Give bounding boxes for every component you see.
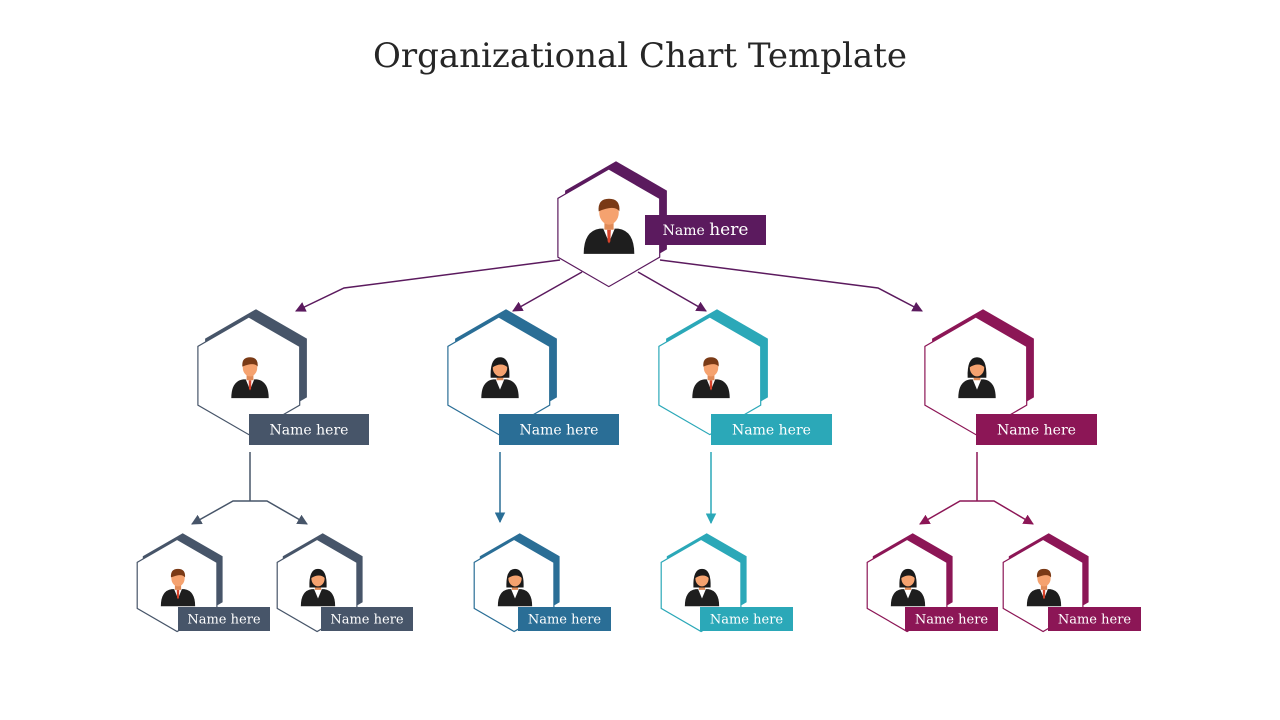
node-name-label: Name here	[528, 613, 602, 628]
org-node-e4: Name here	[660, 533, 793, 633]
node-name-label: Name here	[330, 613, 404, 628]
connector-ceo-m1	[295, 259, 561, 312]
female-avatar-icon	[890, 568, 926, 607]
female-avatar-icon	[300, 568, 336, 607]
node-label-box	[976, 414, 1097, 445]
org-node-m1: Name here	[197, 309, 369, 445]
male-avatar-icon	[160, 568, 196, 607]
node-label-box	[1048, 607, 1141, 631]
node-label-box	[321, 607, 413, 631]
org-node-m3: Name here	[658, 309, 832, 445]
node-name-label: Name here	[710, 613, 784, 628]
connector-m4-e5	[919, 500, 977, 525]
node-label-box	[645, 215, 766, 245]
node-name-label: Name here	[520, 423, 599, 439]
node-label-box	[905, 607, 998, 631]
node-name-label: Name here	[732, 423, 811, 439]
connector-ceo-m3	[637, 271, 707, 312]
node-name-label: Name here	[663, 220, 749, 240]
node-name-label-second: here	[709, 220, 748, 240]
slide-title: Organizational Chart Template	[373, 36, 907, 76]
org-node-e5: Name here	[866, 533, 998, 633]
node-name-label-first: Name	[663, 223, 710, 239]
node-label-box	[711, 414, 832, 445]
connector-m1-e2	[250, 500, 308, 525]
connector-lines	[191, 259, 1034, 525]
node-name-label: Name here	[1058, 613, 1132, 628]
node-label-box	[700, 607, 793, 631]
node-name-label: Name here	[997, 423, 1076, 439]
node-name-label: Name here	[270, 423, 349, 439]
node-label-box	[499, 414, 619, 445]
org-node-m2: Name here	[447, 309, 619, 445]
male-avatar-icon	[231, 357, 269, 399]
male-avatar-icon	[1026, 568, 1062, 607]
female-avatar-icon	[481, 357, 519, 399]
node-label-box	[178, 607, 270, 631]
node-name-label: Name here	[187, 613, 261, 628]
connector-ceo-m4	[659, 259, 923, 312]
connector-m4-e6	[977, 500, 1034, 525]
connector-ceo-m2	[512, 271, 583, 312]
org-node-e6: Name here	[1002, 533, 1141, 633]
org-node-e2: Name here	[276, 533, 413, 633]
female-avatar-icon	[497, 568, 533, 607]
org-node-ceo: Name here	[557, 161, 766, 288]
male-avatar-icon	[583, 198, 635, 254]
male-avatar-icon	[692, 357, 730, 399]
org-node-e3: Name here	[473, 533, 611, 633]
node-label-box	[518, 607, 611, 631]
org-node-e1: Name here	[136, 533, 270, 633]
female-avatar-icon	[684, 568, 720, 607]
node-label-box	[249, 414, 369, 445]
connector-m1-e1	[191, 500, 250, 525]
node-name-label: Name here	[915, 613, 989, 628]
female-avatar-icon	[958, 357, 996, 399]
org-node-m4: Name here	[924, 309, 1097, 445]
